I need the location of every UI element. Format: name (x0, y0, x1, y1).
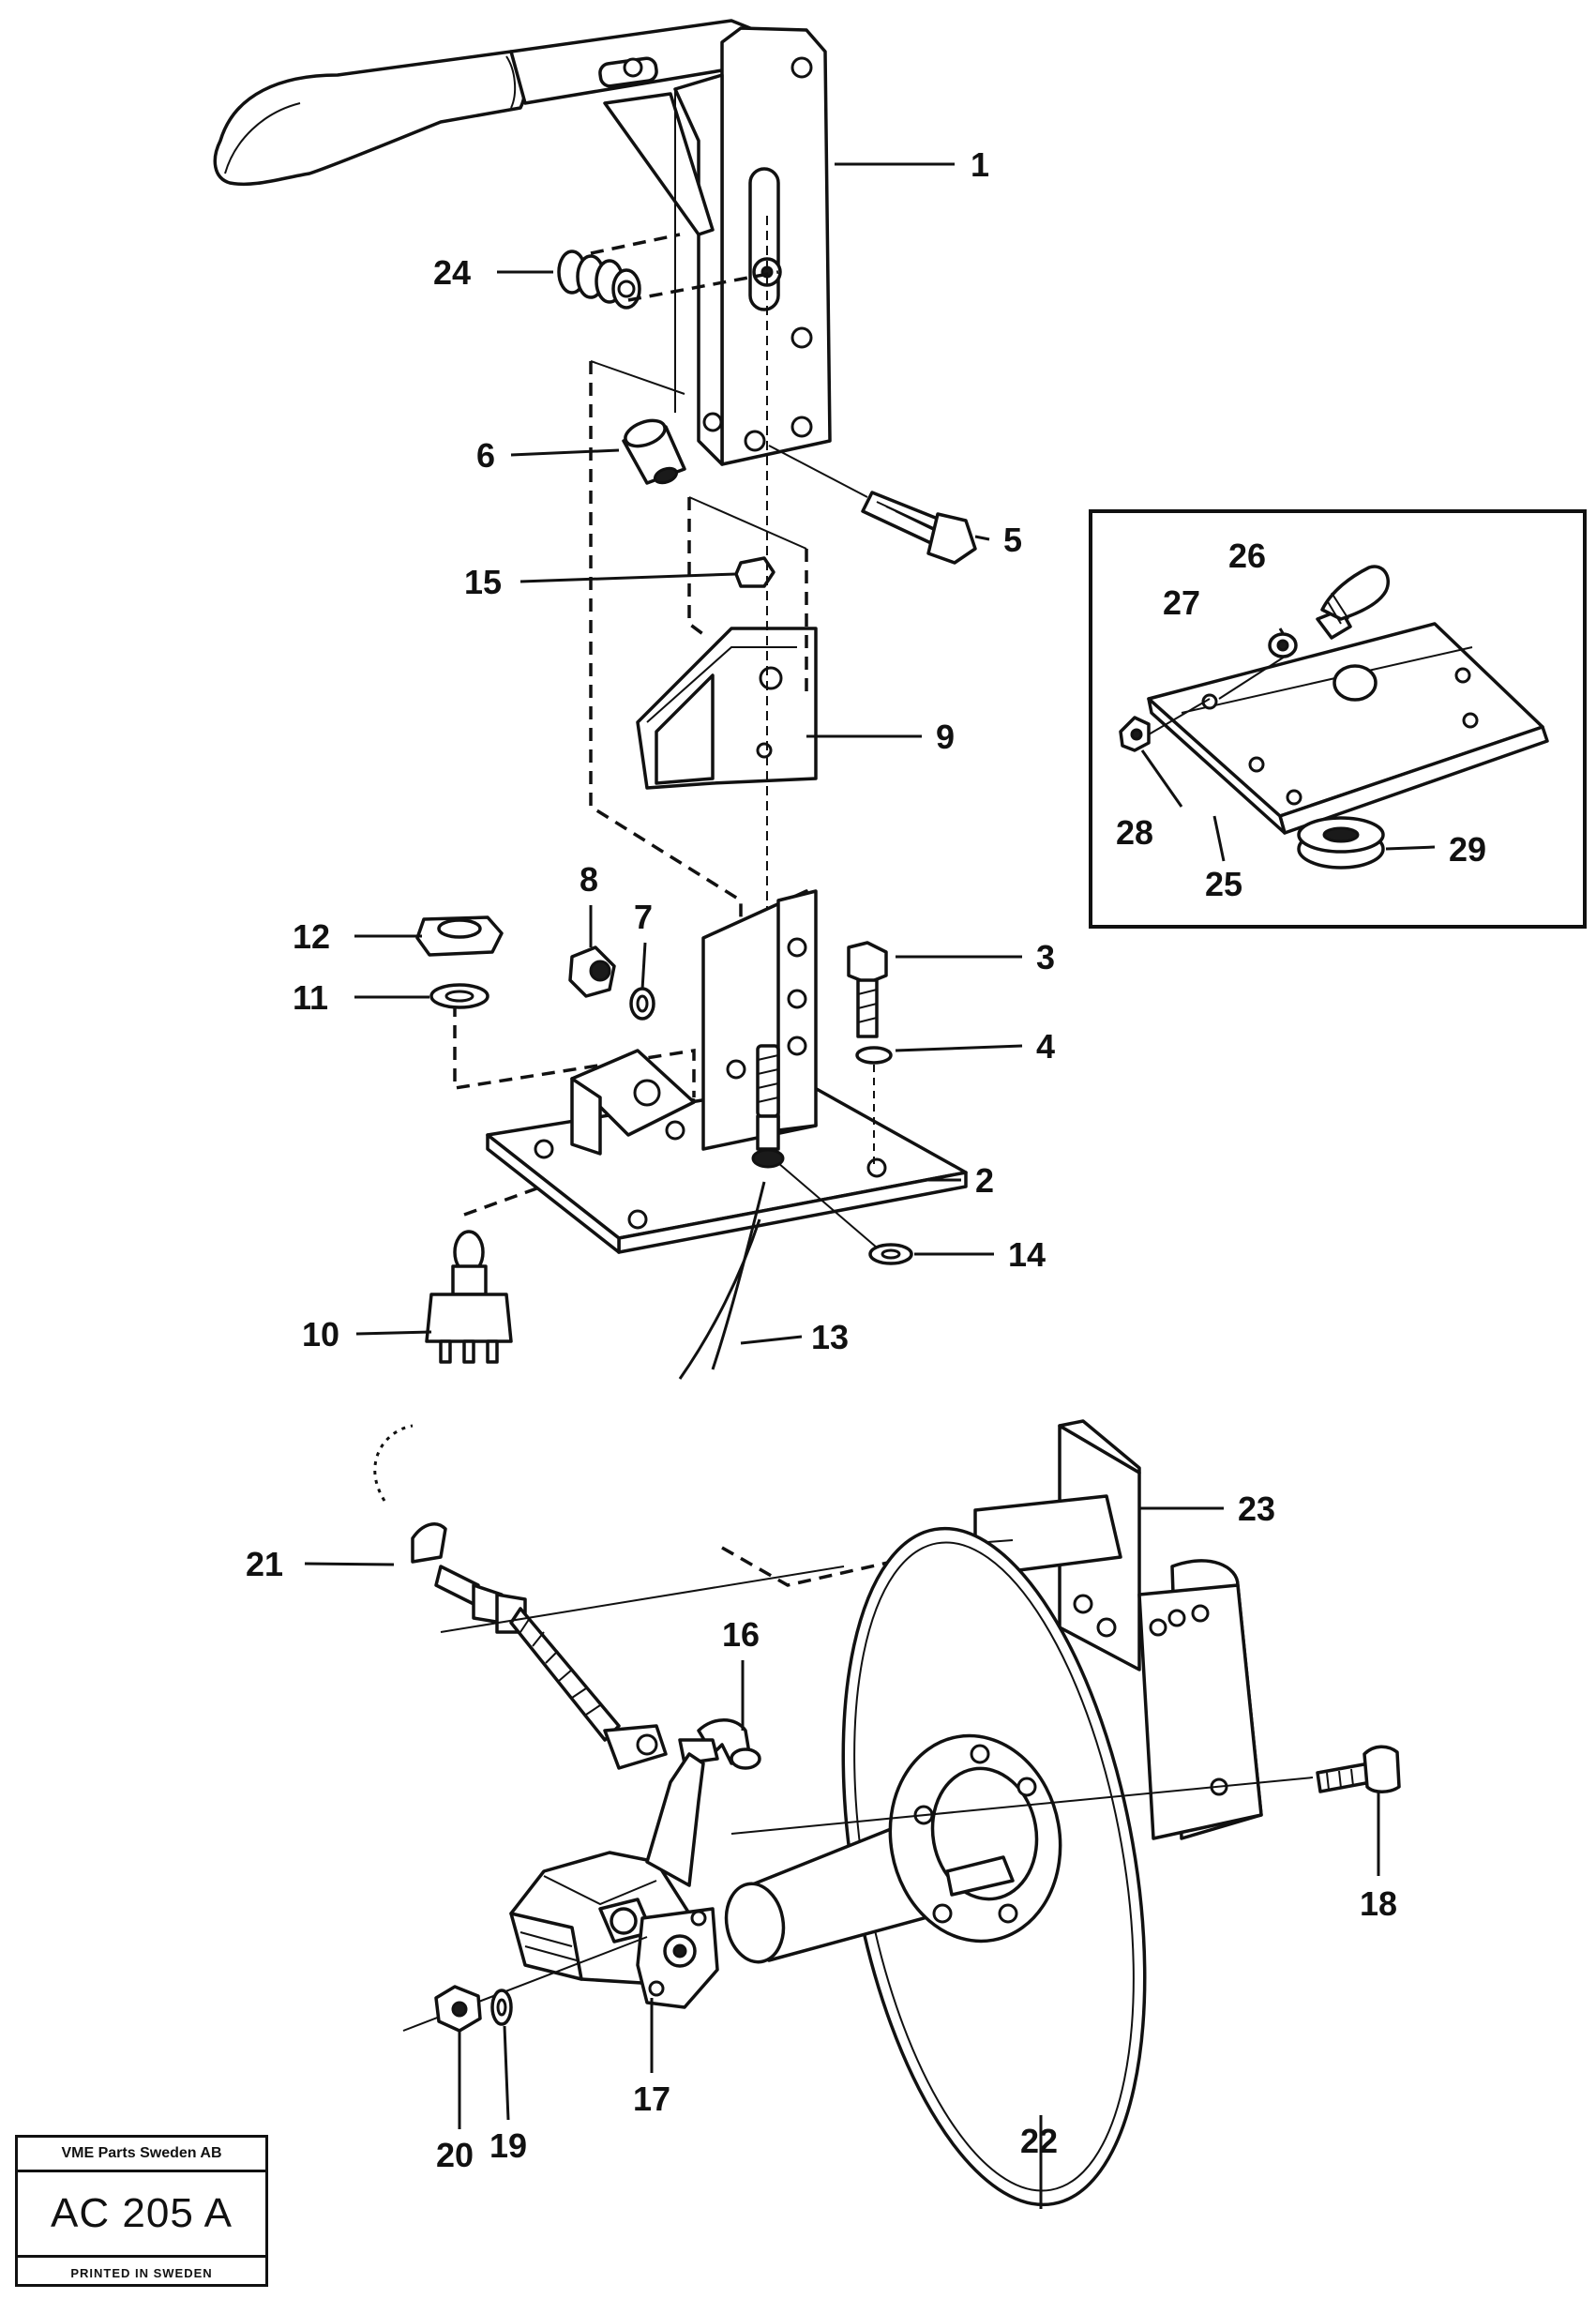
callout-labels: 1 2 3 4 5 6 7 8 9 10 11 12 13 14 15 16 1… (246, 145, 1486, 2174)
callout-23: 23 (1238, 1490, 1275, 1528)
callout-2: 2 (975, 1161, 994, 1200)
callout-19: 19 (489, 2126, 527, 2165)
drawing-code: AC 205 A (18, 2172, 265, 2258)
callout-29: 29 (1449, 830, 1486, 869)
callout-1: 1 (971, 145, 989, 184)
callout-12: 12 (293, 917, 330, 956)
title-stamp: VME Parts Sweden AB AC 205 A PRINTED IN … (15, 2135, 268, 2287)
callout-20: 20 (436, 2136, 474, 2174)
washer-19 (490, 1989, 513, 2026)
return-spring (557, 233, 779, 310)
catch-plate (636, 627, 818, 790)
callout-21: 21 (246, 1545, 283, 1583)
lever-bolt (768, 445, 977, 565)
callout-9: 9 (936, 718, 955, 756)
callout-24: 24 (433, 253, 471, 292)
brake-cable-lower (373, 1424, 668, 1770)
base-plate (486, 889, 968, 1254)
callout-28: 28 (1116, 813, 1153, 852)
brake-caliper (509, 1752, 719, 2009)
brake-cable-upper (678, 1044, 785, 1380)
leader-lines (304, 162, 1436, 2209)
washer-4 (855, 1046, 893, 1065)
inset-detail (1089, 509, 1587, 929)
callout-16: 16 (722, 1615, 760, 1654)
callout-11: 11 (293, 978, 328, 1017)
lock-clip (678, 1718, 761, 1770)
nut-12 (415, 915, 504, 957)
callout-13: 13 (811, 1318, 849, 1356)
brake-switch (425, 1230, 513, 1364)
caliper-bolt (1316, 1745, 1401, 1793)
callout-22: 22 (1020, 2122, 1058, 2160)
callout-8: 8 (580, 860, 598, 899)
washer-7 (629, 987, 655, 1021)
printed-note: PRINTED IN SWEDEN (70, 2266, 213, 2280)
callout-27: 27 (1163, 583, 1200, 622)
spacer-sleeve (622, 418, 686, 485)
nut-20 (434, 1985, 482, 2033)
bracket-bolt (847, 941, 888, 1038)
callout-17: 17 (633, 2080, 670, 2118)
nut-8 (568, 945, 616, 998)
callout-6: 6 (476, 436, 495, 475)
cable-bracket (973, 1419, 1141, 1671)
callout-18: 18 (1360, 1884, 1397, 1923)
callout-10: 10 (302, 1315, 339, 1354)
callout-15: 15 (464, 563, 502, 601)
callout-4: 4 (1036, 1027, 1055, 1066)
callout-3: 3 (1036, 938, 1055, 976)
callout-25: 25 (1205, 865, 1242, 903)
callout-5: 5 (1003, 521, 1022, 559)
brake-disc (724, 1526, 1263, 2207)
callout-26: 26 (1228, 537, 1266, 575)
washer-14 (868, 1243, 913, 1265)
parking-brake-lever (213, 19, 832, 466)
callout-7: 7 (634, 898, 653, 936)
washer-11 (429, 983, 489, 1009)
company-name: VME Parts Sweden AB (18, 2138, 265, 2172)
callout-14: 14 (1008, 1235, 1046, 1274)
